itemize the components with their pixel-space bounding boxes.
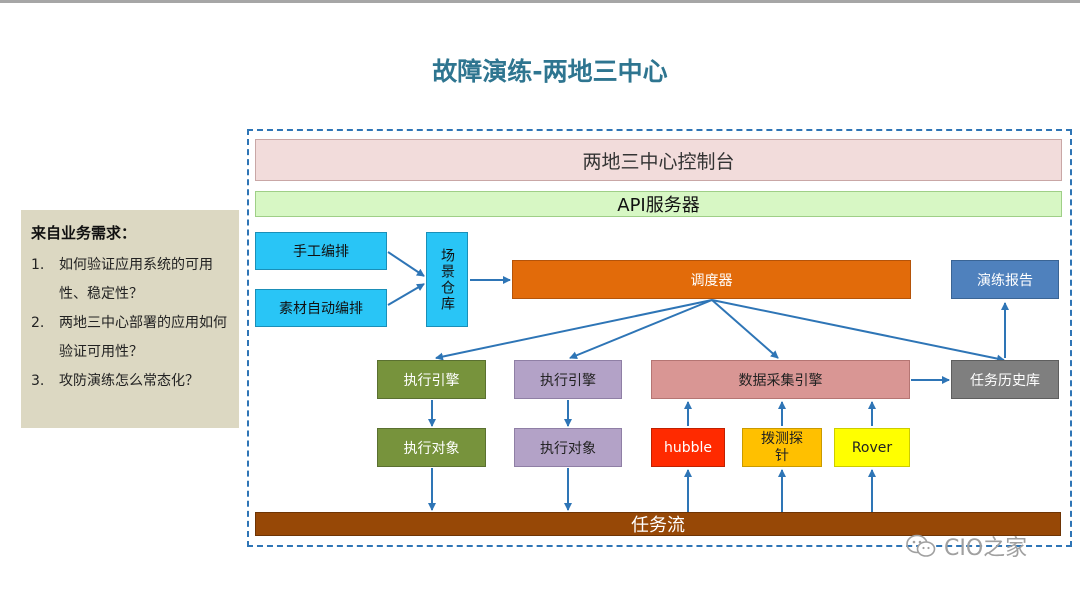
arrow-scheduler-to-engine1 (435, 299, 713, 361)
requirements-heading: 来自业务需求： (31, 224, 137, 242)
requirement-text: 如何验证应用系统的可用性、稳定性？ (59, 257, 213, 302)
requirement-number: 1. (31, 257, 45, 273)
exec-target-box-2: 执行对象 (514, 428, 622, 467)
arrow-scheduler-to-collector (711, 299, 779, 359)
auto-orchestration-box: 素材自动编排 (255, 289, 387, 327)
hubble-box: hubble (651, 428, 725, 467)
requirement-item: 1. 如何验证应用系统的可用性、稳定性？ (31, 251, 236, 309)
requirement-number: 3. (31, 373, 45, 389)
data-collection-engine-box: 数据采集引擎 (651, 360, 910, 399)
console-box: 两地三中心控制台 (255, 139, 1062, 181)
requirement-item: 2. 两地三中心部署的应用如何验证可用性？ (31, 309, 236, 367)
task-history-box: 任务历史库 (951, 360, 1059, 399)
requirement-item: 3. 攻防演练怎么常态化？ (31, 367, 236, 396)
drill-report-box: 演练报告 (951, 260, 1059, 299)
arrow-manual-to-repo (387, 251, 425, 277)
task-flow-bar: 任务流 (255, 512, 1061, 536)
dial-probe-box: 拨测探针 (742, 428, 822, 467)
scenario-repo-box: 场景仓库 (426, 232, 468, 327)
requirement-text: 两地三中心部署的应用如何验证可用性？ (59, 315, 227, 360)
requirement-text: 攻防演练怎么常态化？ (59, 373, 199, 389)
requirements-list: 1. 如何验证应用系统的可用性、稳定性？ 2. 两地三中心部署的应用如何验证可用… (31, 251, 236, 396)
page-title: 故障演练-两地三中心 (432, 57, 668, 86)
architecture-frame (247, 129, 1072, 547)
api-server-box: API服务器 (255, 191, 1062, 217)
requirements-panel: 来自业务需求： 1. 如何验证应用系统的可用性、稳定性？ 2. 两地三中心部署的… (21, 210, 239, 428)
scheduler-box: 调度器 (512, 260, 911, 299)
manual-orchestration-box: 手工编排 (255, 232, 387, 270)
exec-engine-box-1: 执行引擎 (377, 360, 486, 399)
arrow-scheduler-to-engine2 (569, 299, 713, 360)
scenario-repo-label: 场景仓库 (439, 247, 455, 312)
arrow-auto-to-repo (387, 283, 425, 306)
exec-target-box-1: 执行对象 (377, 428, 486, 467)
exec-engine-box-2: 执行引擎 (514, 360, 622, 399)
watermark-text: CIO之家 (944, 536, 1028, 561)
rover-box: Rover (834, 428, 910, 467)
top-border-line (0, 0, 1080, 3)
watermark: CIO之家 (906, 530, 1027, 562)
arrow-scheduler-to-history (711, 299, 1005, 363)
wechat-icon (906, 534, 936, 557)
requirement-number: 2. (31, 315, 45, 331)
